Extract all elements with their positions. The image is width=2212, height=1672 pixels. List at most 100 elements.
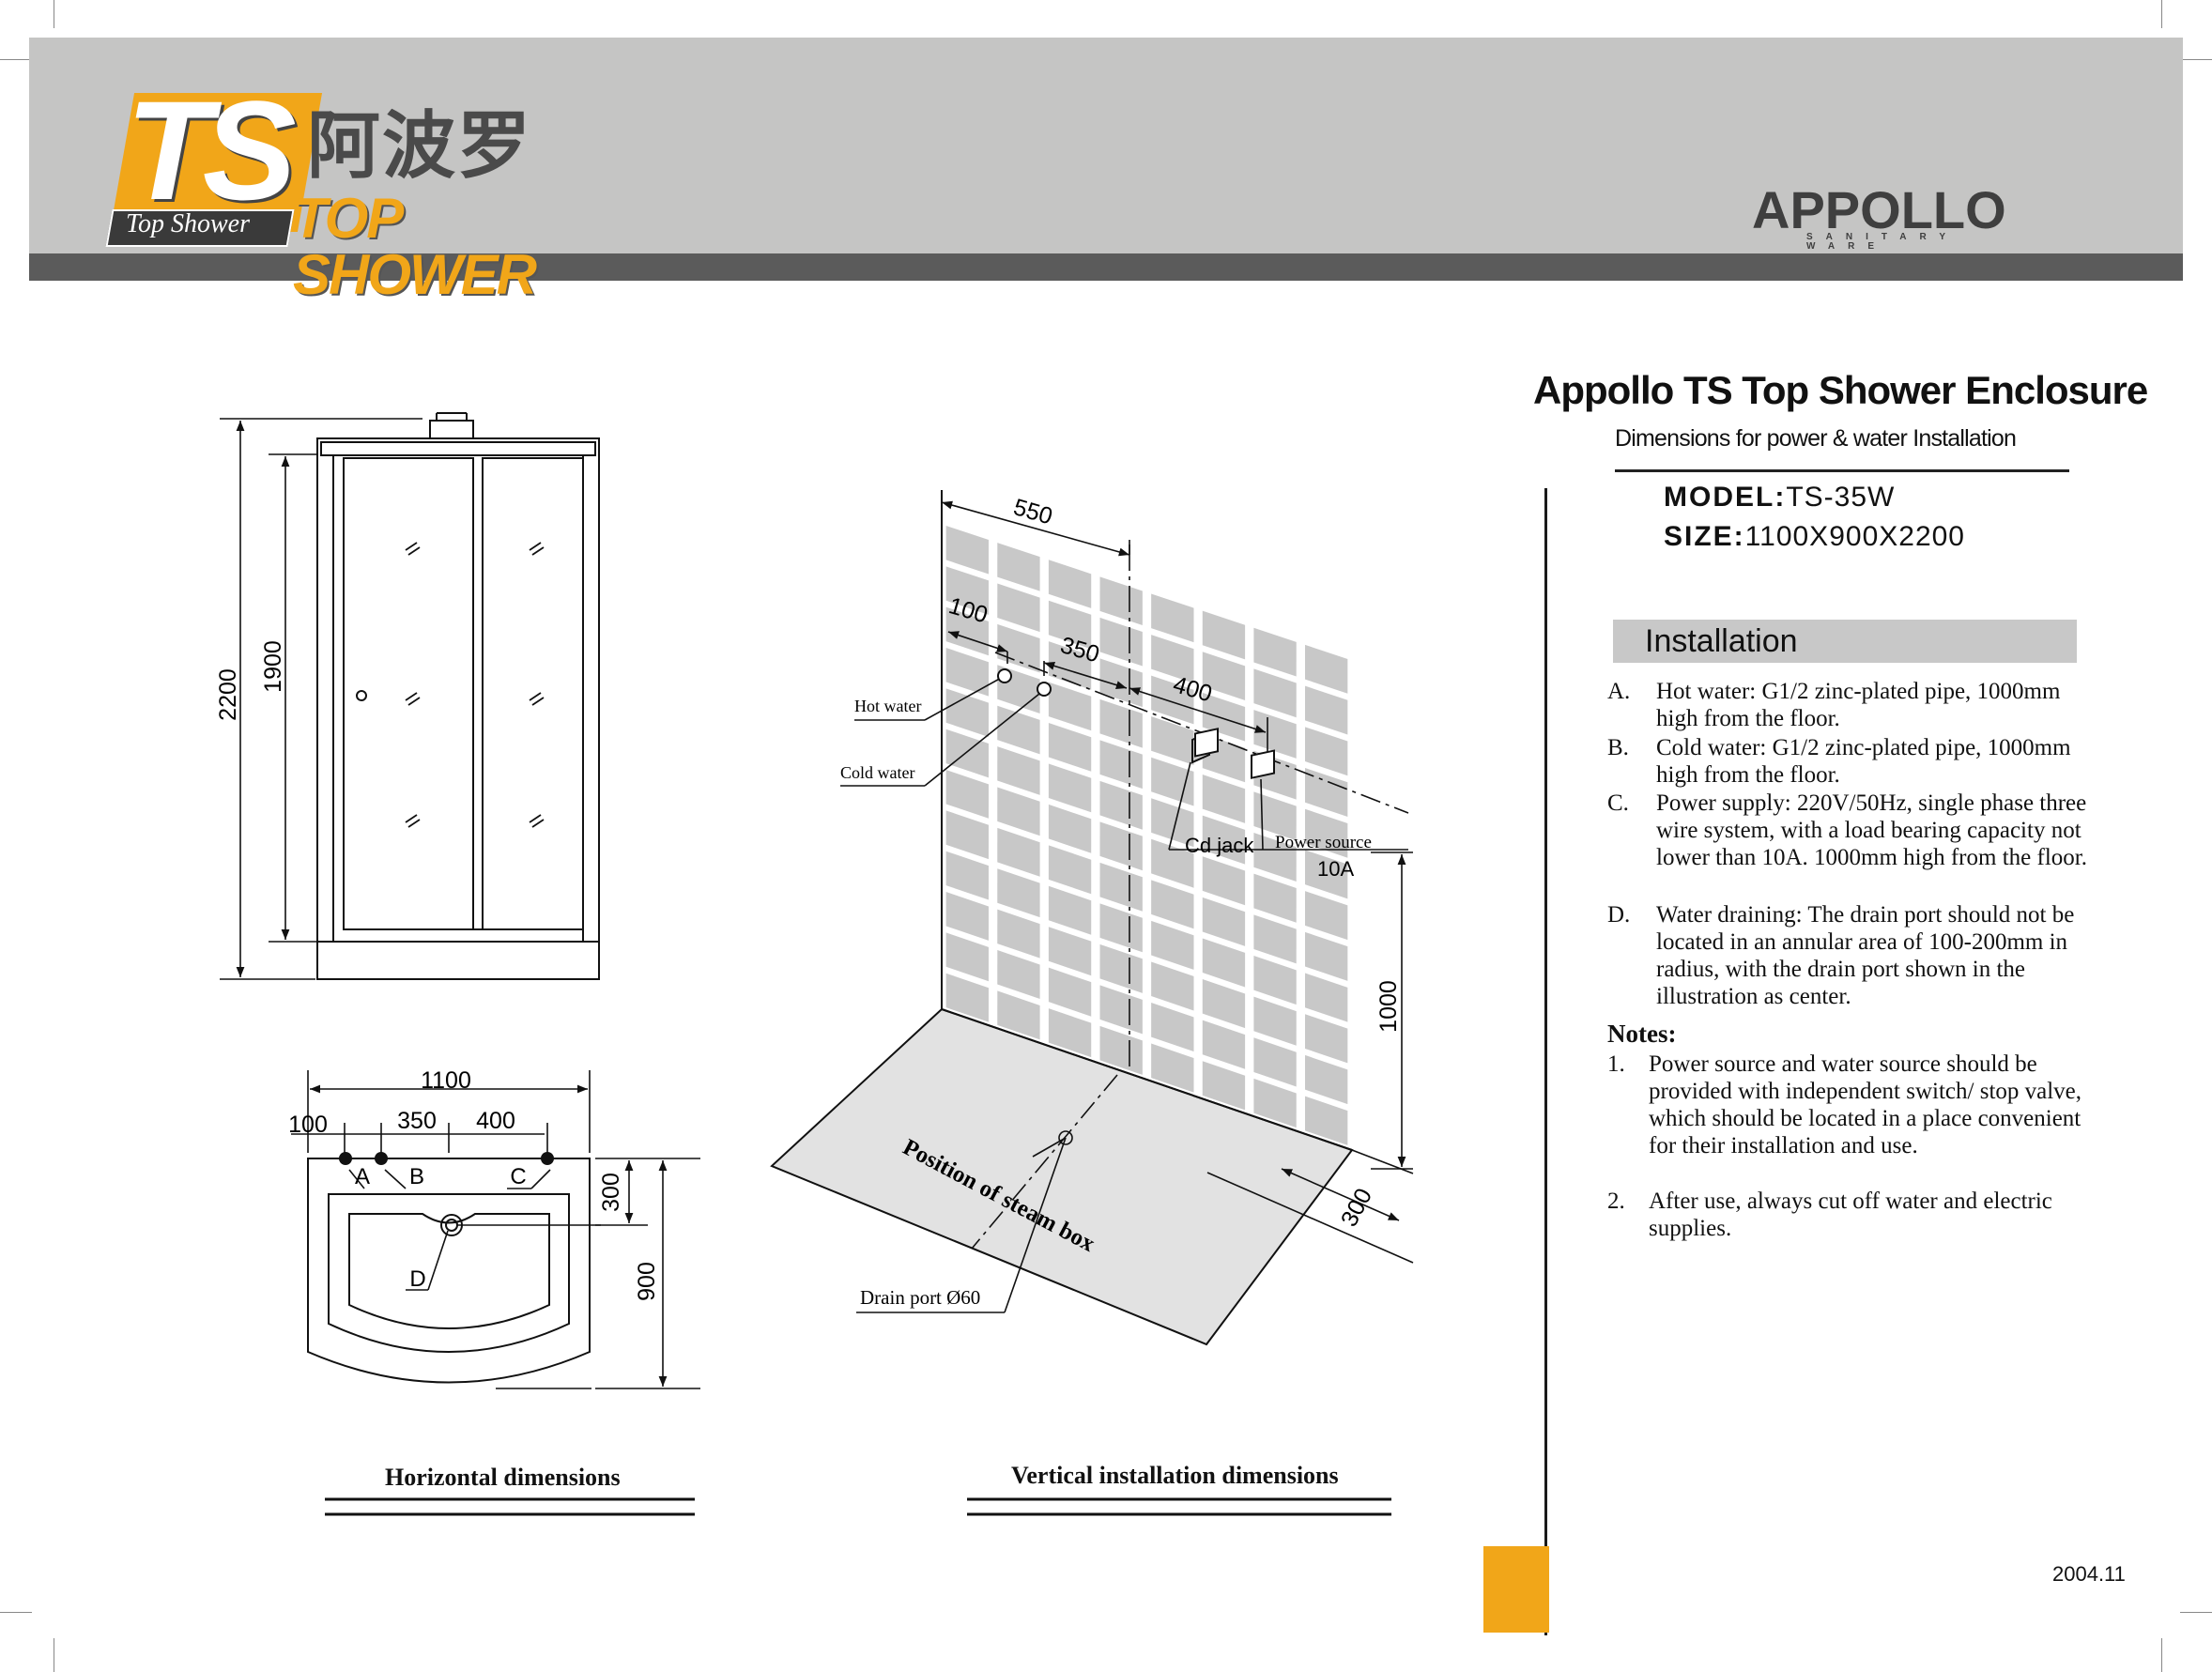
power-source-box: [1251, 749, 1275, 779]
wall-tile: [1151, 716, 1194, 765]
wall-tile: [1305, 891, 1348, 941]
wall-tile: [1048, 682, 1092, 731]
wall-tile: [1253, 996, 1297, 1046]
wall-tile: [945, 810, 989, 860]
page-subtitle: Dimensions for power & water Installatio…: [1615, 425, 2017, 452]
wall-tile: [1048, 1008, 1092, 1058]
wall-tile: [1202, 1020, 1246, 1069]
wall-tile: [1253, 1037, 1297, 1087]
wall-tile: [997, 623, 1040, 673]
wall-tile: [997, 827, 1040, 877]
wall-tile: [1253, 627, 1297, 677]
wall-tile: [1099, 862, 1143, 912]
wall-tile: [1305, 685, 1348, 735]
dim-horizontal-1100: 1100: [421, 1067, 471, 1094]
wall-tile: [1151, 920, 1194, 970]
wall-tile: [1099, 903, 1143, 953]
wall-tile: [1151, 838, 1194, 888]
installation-item-c: C.Power supply: 220V/50Hz, single phase …: [1607, 790, 2087, 870]
dim-vertical-300: 300: [1336, 1184, 1377, 1231]
wall-tile: [1048, 927, 1092, 976]
wall-tile: [1202, 979, 1246, 1029]
wall-tile: [945, 932, 989, 982]
label-point-c: C: [510, 1164, 526, 1189]
dim-horizontal-300: 300: [598, 1173, 624, 1212]
wall-tile: [997, 705, 1040, 755]
label-power-amp: 10A: [1317, 857, 1354, 881]
wall-tile: [945, 526, 989, 575]
wall-tile: [1305, 973, 1348, 1022]
dim-horizontal-400: 400: [476, 1108, 515, 1134]
wall-tile: [1253, 914, 1297, 964]
wall-tile: [1048, 885, 1092, 935]
wall-tile: [1099, 740, 1143, 790]
subtitle-rule: [1615, 469, 2069, 472]
wall-tile: [1305, 850, 1348, 899]
spec-model: MODEL:TS-35W: [1664, 482, 1896, 513]
wall-tile: [1253, 955, 1297, 1005]
wall-tile: [1202, 775, 1246, 823]
wall-tile: [1202, 610, 1246, 660]
label-drain-port: Drain port Ø60: [860, 1286, 980, 1309]
wall-tile: [1151, 593, 1194, 643]
dim-front-2200: 2200: [215, 668, 241, 721]
dim-horizontal-350: 350: [397, 1108, 437, 1134]
dim-horizontal-900: 900: [634, 1262, 660, 1301]
wall-tile: [945, 729, 989, 778]
wall-tile: [1048, 723, 1092, 772]
wall-tile: [1151, 635, 1194, 683]
wall-tile: [945, 892, 989, 941]
wall-tile: [1305, 1054, 1348, 1105]
label-point-d: D: [409, 1266, 425, 1292]
wall-tile: [945, 973, 989, 1022]
wall-tile: [945, 648, 989, 697]
wall-tile: [1151, 757, 1194, 806]
caption-vertical-installation-dimensions: Vertical installation dimensions: [1011, 1462, 1339, 1489]
note-item-2: 2.After use, always cut off water and el…: [1607, 1189, 2052, 1241]
point-c-marker: [541, 1152, 554, 1165]
wall-tile: [1048, 845, 1092, 895]
dim-front-1900: 1900: [260, 640, 286, 693]
point-b-marker: [375, 1152, 388, 1165]
horizontal-view: [291, 1070, 700, 1389]
appollo-logo: APPOLLO SANITARY WARE: [1752, 180, 2006, 252]
wall-tile: [1099, 780, 1143, 830]
label-hot-water: Hot water: [854, 697, 921, 715]
front-view: [220, 412, 600, 980]
wall-tile: [1253, 873, 1297, 923]
wall-tile: [1099, 1025, 1143, 1075]
label-power-source: Power source: [1275, 833, 1372, 852]
wall-tile: [945, 770, 989, 819]
wall-tile: [1253, 791, 1297, 841]
wall-tile: [1305, 1096, 1348, 1145]
document-date: 2004.11: [2052, 1562, 2126, 1586]
wall-tile: [1253, 710, 1297, 759]
installation-item-b: B.Cold water: G1/2 zinc-plated pipe, 100…: [1607, 735, 2071, 788]
wall-tile: [1202, 815, 1246, 865]
label-point-b: B: [409, 1164, 424, 1189]
wall-tile: [1202, 938, 1246, 988]
vertical-view: 550 100 350 400 1000 300 Hot water Cold …: [770, 490, 1414, 1346]
wall-tile: [1305, 644, 1348, 694]
wall-tile: [997, 746, 1040, 795]
wall-tile: [1099, 943, 1143, 993]
wall-tile: [1202, 856, 1246, 906]
installation-item-a: A.Hot water: G1/2 zinc-plated pipe, 1000…: [1607, 679, 2061, 731]
wall-tile: [1048, 804, 1092, 853]
wall-tile: [1202, 1061, 1246, 1111]
wall-tile: [1305, 1014, 1348, 1064]
label-point-a: A: [355, 1164, 370, 1189]
wall-tile: [1048, 600, 1092, 650]
cd-jack-box: [1191, 728, 1219, 764]
wall-tile: [1202, 897, 1246, 946]
ts-top-shower-logo: TS Top Shower 阿波罗 TOP SHOWER: [105, 80, 631, 303]
wall-tile: [1151, 1043, 1194, 1093]
dim-horizontal-100: 100: [288, 1112, 328, 1138]
wall-tile: [1253, 1078, 1297, 1128]
wall-tile: [1099, 985, 1143, 1035]
wall-tile: [1151, 961, 1194, 1011]
wall-tile: [1151, 880, 1194, 929]
wall-tile: [1099, 617, 1143, 667]
label-cold-water: Cold water: [840, 763, 914, 782]
